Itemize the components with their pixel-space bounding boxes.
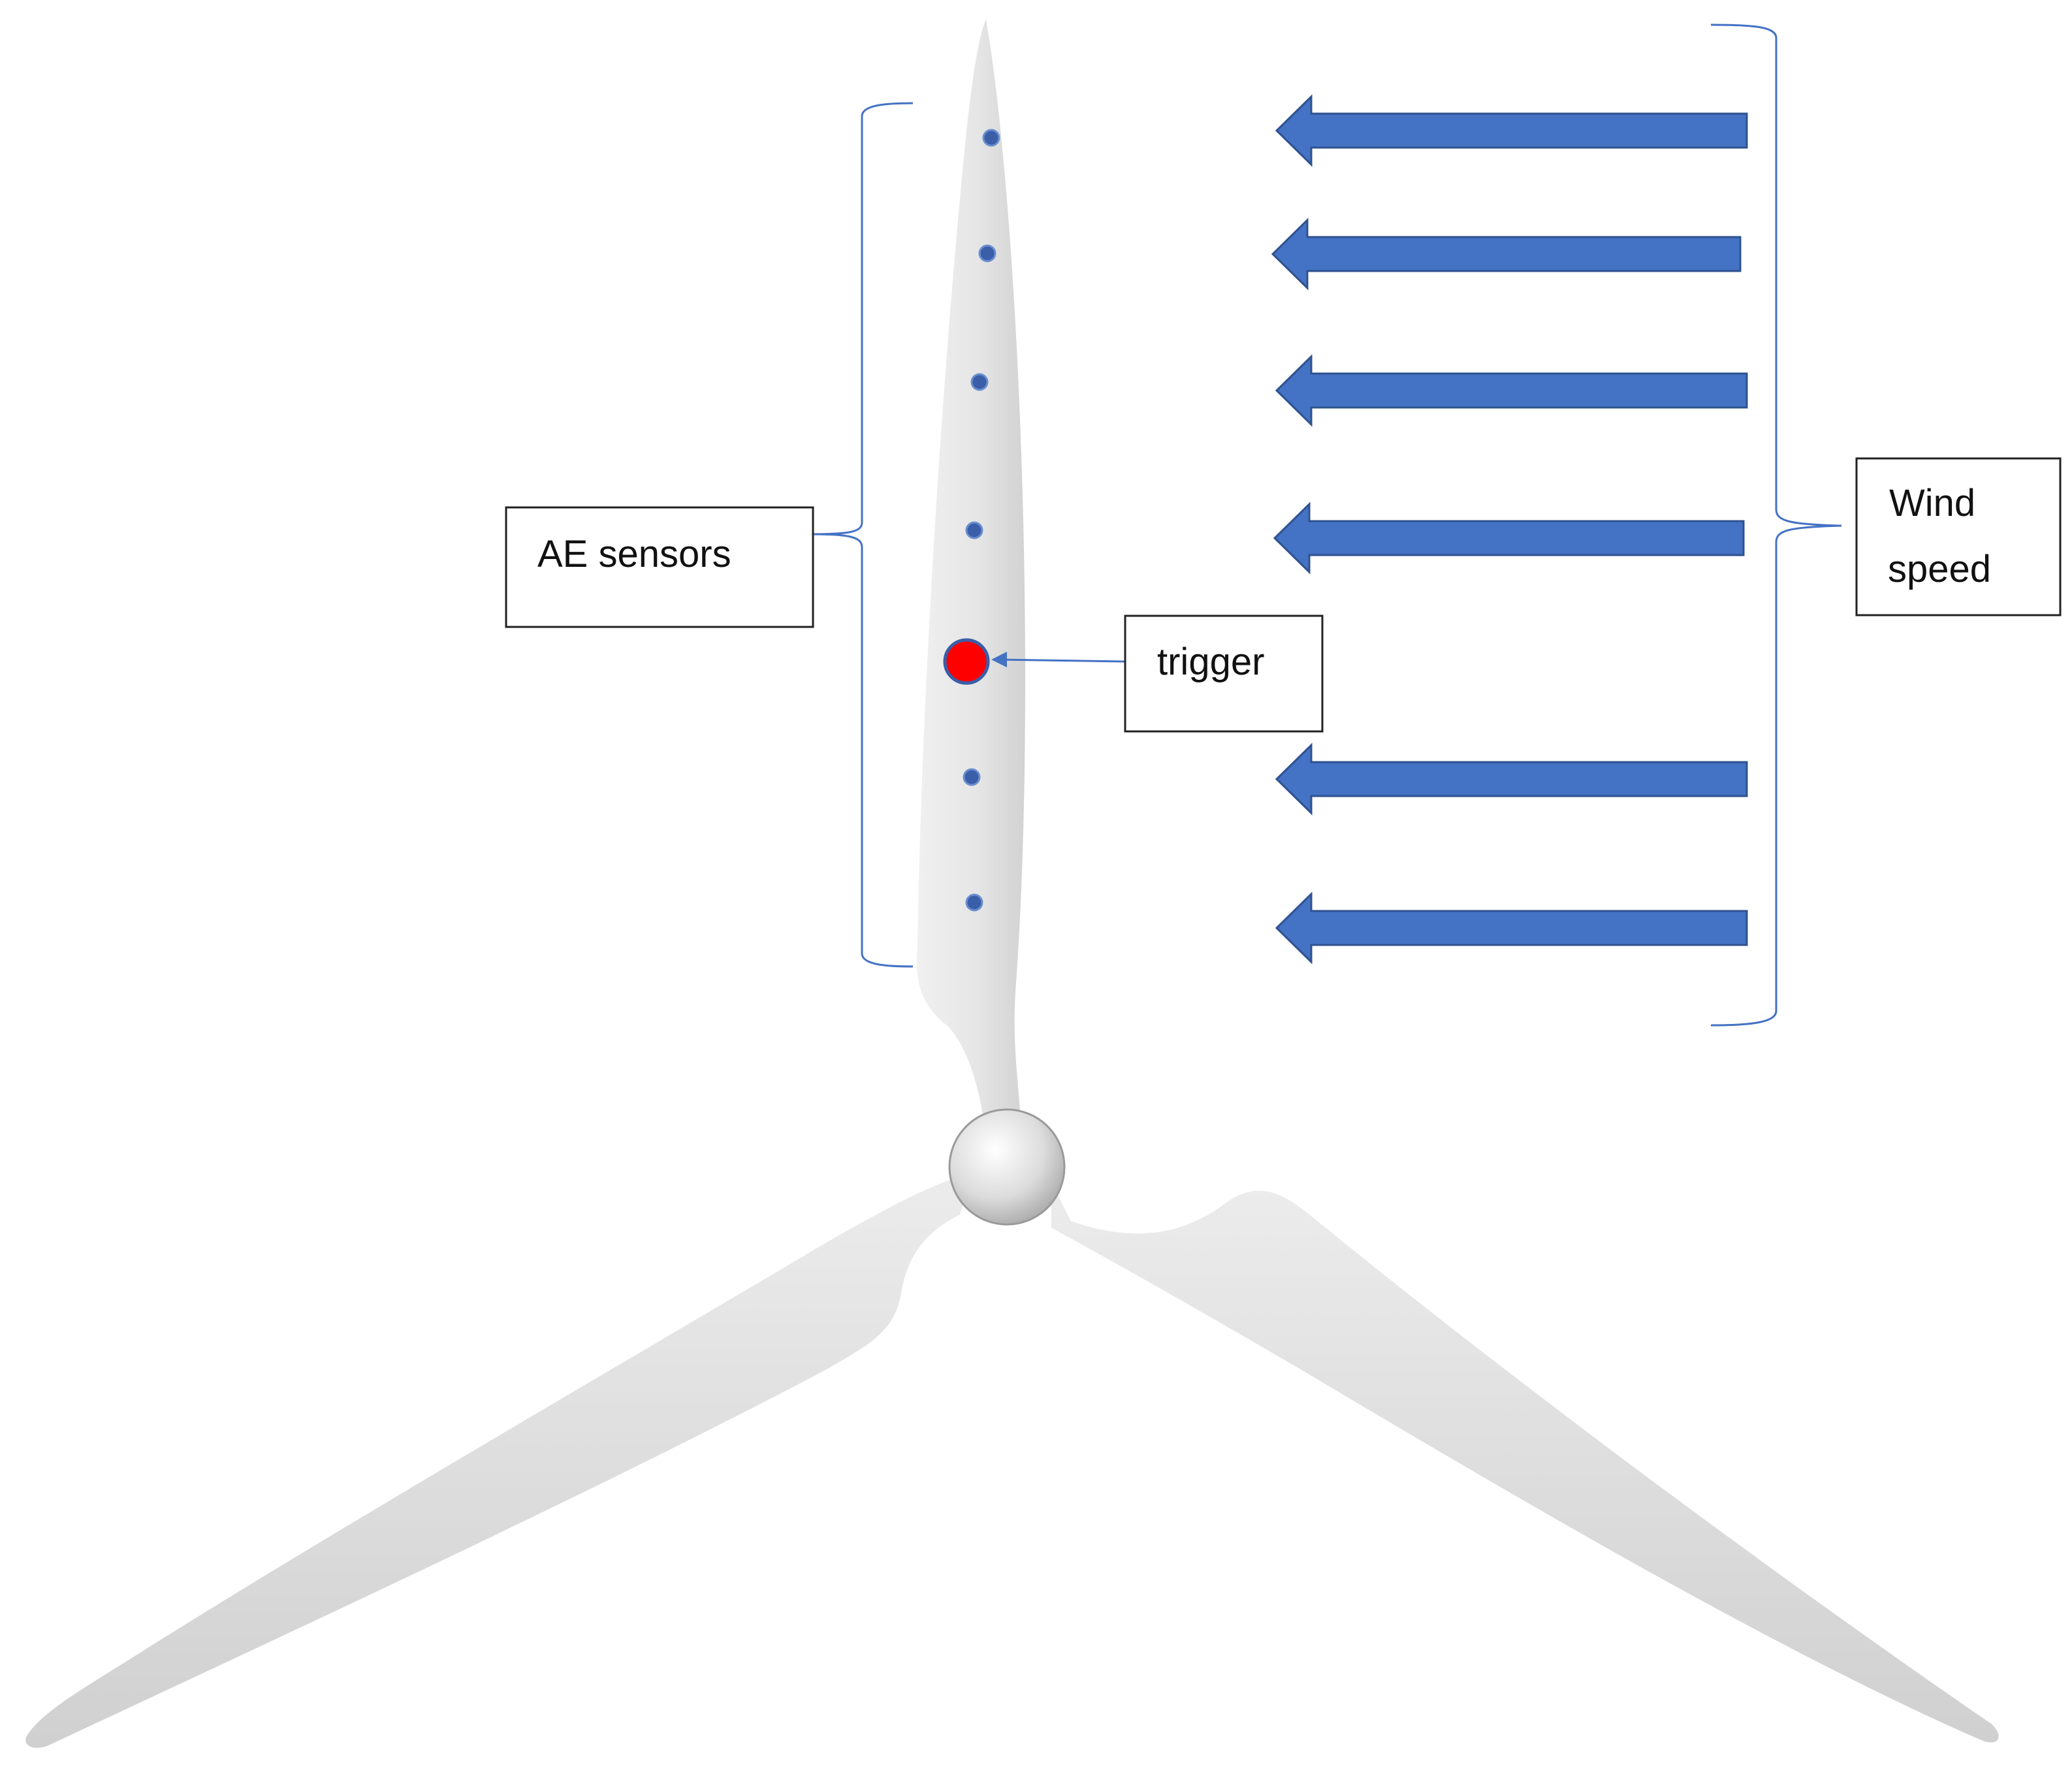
ae-sensors-label: AE sensors xyxy=(537,533,731,575)
turbine-blade-top xyxy=(916,20,1025,1136)
wind-speed-bracket xyxy=(1710,24,1842,1027)
wind-arrow xyxy=(1275,891,1748,965)
turbine-hub xyxy=(948,1108,1066,1226)
ae-sensor-dot xyxy=(965,521,983,539)
turbine-rotor xyxy=(25,20,1999,1748)
wind-speed-label-box: Wind speed xyxy=(1855,457,2062,616)
ae-sensor-dot xyxy=(970,373,989,391)
turbine-blade-left xyxy=(25,1172,974,1748)
ae-sensor-dot xyxy=(963,768,981,786)
ae-sensor-group xyxy=(963,129,1000,912)
wind-arrow xyxy=(1275,354,1748,427)
ae-sensors-label-box: AE sensors xyxy=(505,506,814,628)
ae-sensors-bracket xyxy=(809,102,914,968)
wind-arrow xyxy=(1273,502,1745,575)
wind-arrow xyxy=(1275,743,1748,816)
wind-speed-label-line2: speed xyxy=(1888,548,1991,590)
trigger-sensor-dot xyxy=(943,638,990,685)
trigger-pointer-arrow xyxy=(991,652,1125,667)
ae-sensor-dot xyxy=(978,244,996,263)
trigger-label: trigger xyxy=(1157,641,1264,683)
trigger-label-box: trigger xyxy=(1124,615,1324,733)
wind-arrow-group xyxy=(1271,94,1748,965)
wind-arrow xyxy=(1275,94,1748,167)
ae-sensor-dot xyxy=(982,129,1000,147)
ae-sensor-dot xyxy=(965,893,983,912)
wind-arrow xyxy=(1271,217,1742,291)
wind-speed-label-line1: Wind xyxy=(1889,482,1975,524)
turbine-blade-right xyxy=(1051,1182,1999,1743)
